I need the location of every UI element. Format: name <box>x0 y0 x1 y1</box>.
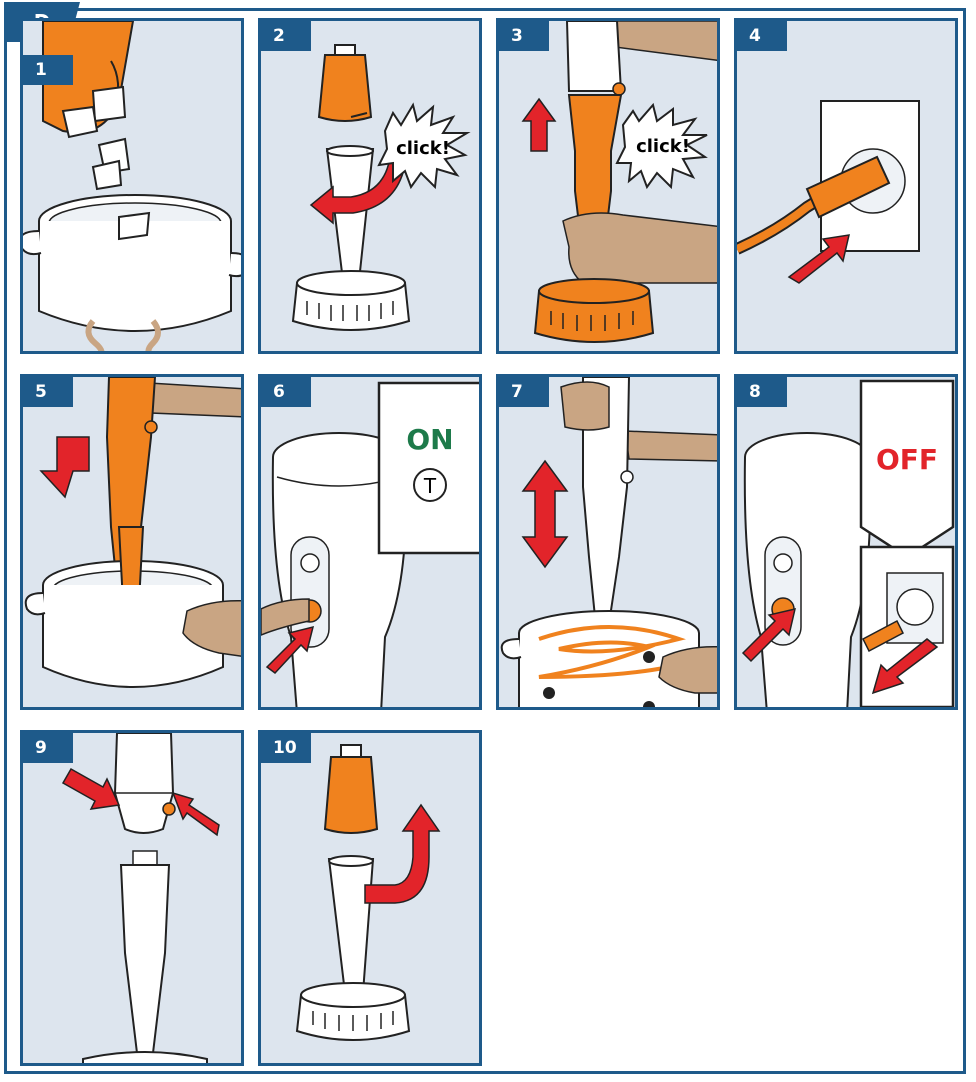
step-8-illustration: OFF <box>737 377 958 710</box>
step-panel-9: 9 <box>20 730 244 1066</box>
hand-icon <box>561 382 609 430</box>
off-label: OFF <box>876 443 938 476</box>
step-5-illustration <box>23 377 244 710</box>
arrow-icon <box>789 235 849 283</box>
step-number: 4 <box>737 21 787 51</box>
step-number: 7 <box>499 377 549 407</box>
power-button-icon <box>301 554 319 572</box>
click-callout: click! <box>636 136 690 157</box>
step-panel-2: 2 click! <box>258 18 482 354</box>
step-number: 2 <box>261 21 311 51</box>
step-number: 6 <box>261 377 311 407</box>
step-6-illustration: ON T <box>261 377 482 710</box>
up-down-arrow-icon <box>523 461 567 567</box>
step-number: 1 <box>23 55 73 85</box>
step-panel-7: 7 <box>496 374 720 710</box>
step-3-illustration: click! <box>499 21 720 354</box>
step-panel-8: 8 OFF <box>734 374 958 710</box>
step-number: 3 <box>499 21 549 51</box>
step-panel-5: 5 <box>20 374 244 710</box>
step-number: 9 <box>23 733 73 763</box>
step-number: 8 <box>737 377 787 407</box>
food-piece-icon <box>93 87 125 121</box>
step-panel-4: 4 <box>734 18 958 354</box>
step-panel-6: 6 ON T <box>258 374 482 710</box>
step-panel-1: 1 <box>20 18 244 354</box>
press-arrow-icon <box>63 769 119 809</box>
step-number: 5 <box>23 377 73 407</box>
click-callout: click! <box>396 138 450 159</box>
down-arrow-icon <box>41 437 89 497</box>
step-7-illustration <box>499 377 720 710</box>
step-4-illustration <box>737 21 958 354</box>
turbo-symbol: T <box>423 474 437 498</box>
step-panel-3: 3 click! <box>496 18 720 354</box>
up-arrow-icon <box>523 99 555 151</box>
on-label: ON <box>406 423 453 456</box>
socket-icon <box>897 589 933 625</box>
step-panel-10: 10 <box>258 730 482 1066</box>
step-9-illustration <box>23 733 244 1066</box>
step-number: 10 <box>261 733 311 763</box>
hand-icon <box>563 213 720 286</box>
step-2-illustration: click! <box>261 21 482 354</box>
step-10-illustration <box>261 733 482 1066</box>
press-arrow-icon <box>173 793 219 835</box>
